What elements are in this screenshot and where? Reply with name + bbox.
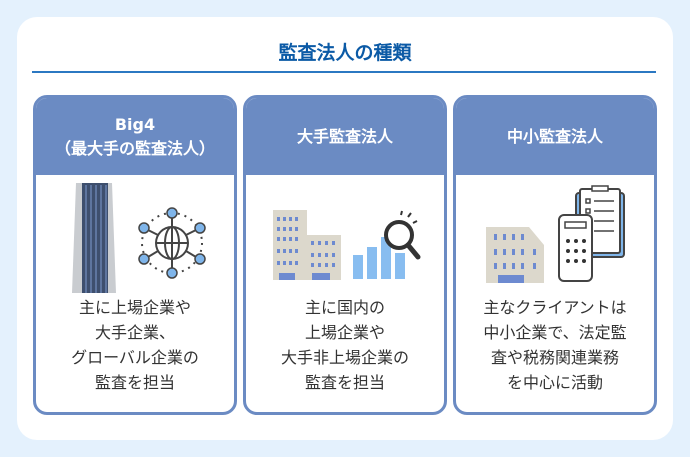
global-network-icon xyxy=(138,207,206,279)
card-big4: Big4 （最大手の監査法人） 主に上場企業や 大手企業、 グローバル企業の 監… xyxy=(33,95,237,415)
bar-chart-magnifier-icon xyxy=(353,210,421,279)
card-large-firm: 大手監査法人 主に国内の 上場企業や 大手非上場企業の 監査を担当 xyxy=(243,95,447,415)
clipboard-calculator-icon xyxy=(558,185,625,282)
skyscraper-icon xyxy=(72,183,116,293)
page-title: 監査法人の種類 xyxy=(278,42,412,64)
desc-line: 監査を担当 xyxy=(94,373,175,392)
desc-line: を中心に活動 xyxy=(506,373,603,392)
card-title: 中小監査法人 xyxy=(506,126,603,146)
card-header: Big4 （最大手の監査法人） xyxy=(36,98,234,175)
card-header: 大手監査法人 xyxy=(246,98,444,175)
office-building-icon xyxy=(273,210,341,280)
desc-line: 主に国内の xyxy=(304,298,385,317)
desc-line: 査や税務関連業務 xyxy=(490,348,619,367)
card-title: Big4 xyxy=(114,114,156,134)
desc-line: 中小企業で、法定監 xyxy=(483,323,627,342)
desc-line: 主なクライアントは xyxy=(483,298,627,317)
card-subtitle: （最大手の監査法人） xyxy=(54,138,215,158)
card-title: 大手監査法人 xyxy=(296,126,393,146)
desc-line: 大手非上場企業の xyxy=(280,348,409,367)
desc-line: 主に上場企業や xyxy=(78,298,191,317)
card-description: 主に上場企業や 大手企業、 グローバル企業の 監査を担当 xyxy=(36,293,234,395)
desc-line: グローバル企業の xyxy=(71,348,199,367)
desc-line: 上場企業や xyxy=(304,323,385,342)
card-header: 中小監査法人 xyxy=(456,98,654,175)
card-description: 主なクライアントは 中小企業で、法定監 査や税務関連業務 を中心に活動 xyxy=(456,293,654,395)
desc-line: 監査を担当 xyxy=(304,373,385,392)
card-small-firm: 中小監査法人 主なクライアントは 中小企業で、法定監 査や税務関連業務 を中心に… xyxy=(453,95,657,415)
card-description: 主に国内の 上場企業や 大手非上場企業の 監査を担当 xyxy=(246,293,444,395)
title-divider xyxy=(32,71,656,73)
desc-line: 大手企業、 xyxy=(94,323,175,342)
small-building-icon xyxy=(486,227,544,283)
